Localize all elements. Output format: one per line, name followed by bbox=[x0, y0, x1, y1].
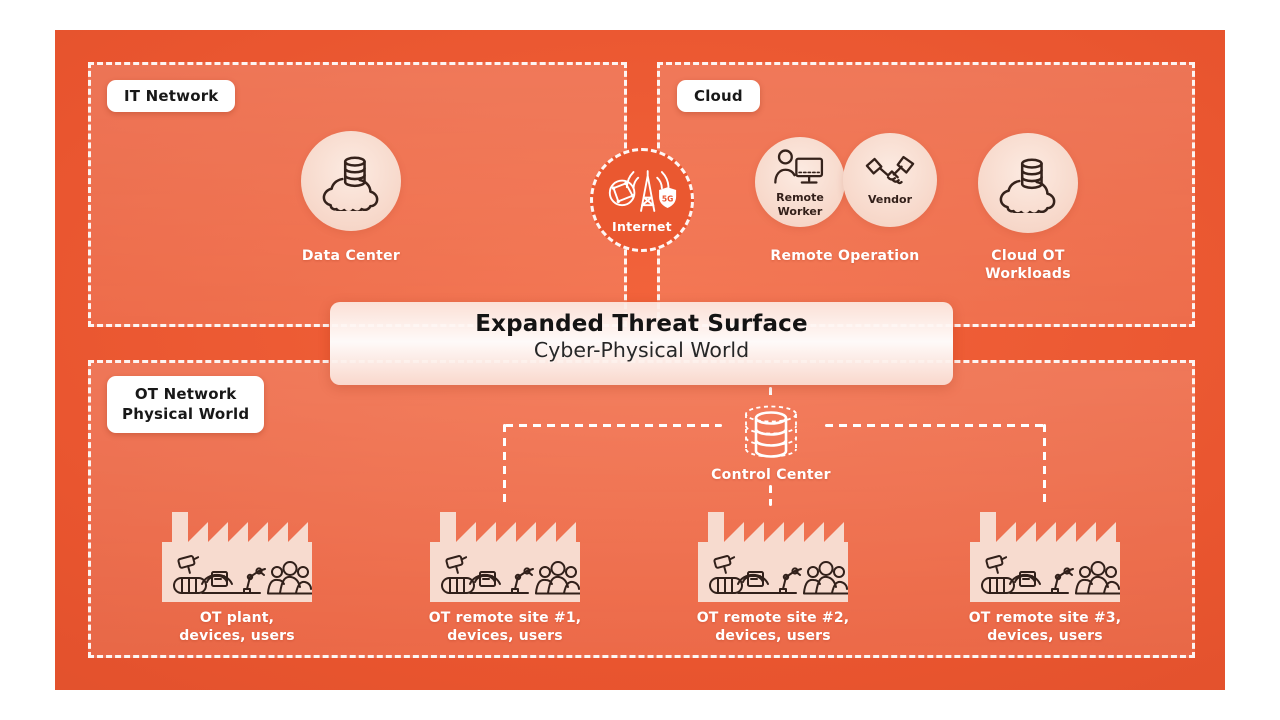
banner-subtitle: Cyber-Physical World bbox=[533, 338, 750, 362]
cloud-ot-node bbox=[978, 133, 1078, 233]
factory-site-2 bbox=[698, 506, 848, 602]
threat-surface-banner: Expanded Threat Surface Cyber-Physical W… bbox=[330, 302, 953, 385]
connector-drop-site1 bbox=[503, 424, 506, 506]
factory-label-site-2: OT remote site #2, devices, users bbox=[673, 610, 873, 645]
control-center-label: Control Center bbox=[711, 467, 831, 483]
vendor-label: Vendor bbox=[867, 193, 913, 207]
remote-worker-label: Remote Worker bbox=[776, 191, 824, 217]
data-center-label: Data Center bbox=[301, 248, 401, 264]
shield-5g-icon bbox=[659, 187, 677, 209]
factory-label-line1: OT remote site #1, bbox=[428, 610, 582, 626]
cloud-database-icon bbox=[322, 156, 379, 211]
ot-network-label-line2: Physical World bbox=[122, 405, 250, 424]
factory-label-line2: devices, users bbox=[447, 627, 563, 644]
connector-control-center-to-site2 bbox=[769, 485, 772, 506]
connector-banner-to-control-center bbox=[769, 387, 772, 401]
cloud-ot-label: Cloud OT Workloads bbox=[948, 248, 1108, 283]
factory-label-line2: devices, users bbox=[715, 627, 831, 644]
remote-worker-icon bbox=[774, 149, 824, 184]
factory-label-line1: OT plant, bbox=[199, 610, 275, 626]
factory-label-site-3: OT remote site #3, devices, users bbox=[945, 610, 1145, 645]
factory-icon bbox=[430, 506, 580, 602]
factory-ot-plant bbox=[162, 506, 312, 602]
factory-label-ot-plant: OT plant, devices, users bbox=[137, 610, 337, 645]
remote-worker-node: Remote Worker bbox=[755, 137, 845, 227]
cloud-ot-label-line1: Cloud OT bbox=[991, 248, 1065, 264]
factory-label-line2: devices, users bbox=[179, 627, 295, 644]
internet-label: Internet bbox=[612, 219, 672, 234]
cloud-label: Cloud bbox=[677, 80, 760, 112]
remote-worker-label-line2: Worker bbox=[777, 204, 823, 218]
connector-ot-horizontal-right bbox=[825, 424, 1044, 427]
factory-label-line1: OT remote site #2, bbox=[696, 610, 850, 626]
threat-surface-diagram: IT Network Cloud OT Network Physical Wor… bbox=[55, 30, 1225, 690]
internet-icon: 5G bbox=[608, 170, 677, 212]
factory-site-1 bbox=[430, 506, 580, 602]
remote-operation-label: Remote Operation bbox=[770, 248, 920, 264]
ot-network-zone bbox=[88, 360, 1195, 658]
ot-network-label-line1: OT Network bbox=[134, 385, 237, 403]
connector-ot-horizontal-left bbox=[505, 424, 722, 427]
factory-label-line2: devices, users bbox=[987, 627, 1103, 644]
ot-network-label: OT Network Physical World bbox=[107, 376, 265, 433]
factory-icon bbox=[162, 506, 312, 602]
factory-icon bbox=[698, 506, 848, 602]
shield-5g-label: 5G bbox=[662, 194, 673, 203]
cloud-ot-label-line2: Workloads bbox=[985, 265, 1071, 282]
control-center-icon bbox=[745, 405, 797, 458]
data-center-node bbox=[301, 131, 401, 231]
it-network-label: IT Network bbox=[107, 80, 236, 112]
factory-icon bbox=[970, 506, 1120, 602]
vendor-node: Vendor bbox=[843, 133, 937, 227]
cloud-ot-icon bbox=[999, 158, 1056, 213]
banner-title: Expanded Threat Surface bbox=[475, 311, 808, 337]
handshake-icon bbox=[865, 156, 915, 185]
remote-worker-label-line1: Remote bbox=[776, 191, 824, 205]
factory-label-line1: OT remote site #3, bbox=[968, 610, 1122, 626]
connector-drop-site3 bbox=[1043, 424, 1046, 506]
internet-node: 5G Internet bbox=[590, 148, 694, 252]
factory-label-site-1: OT remote site #1, devices, users bbox=[405, 610, 605, 645]
factory-site-3 bbox=[970, 506, 1120, 602]
